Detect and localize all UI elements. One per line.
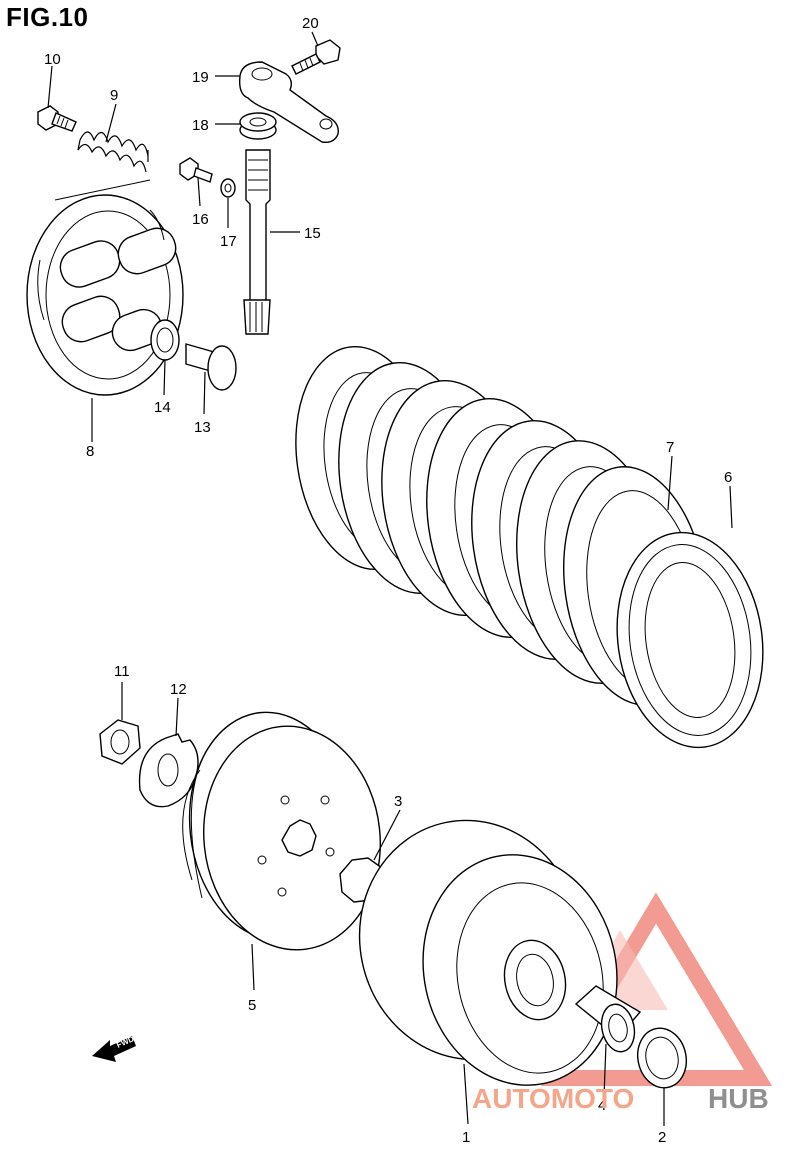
part-9-spring: [77, 131, 149, 173]
part-10-bolt: [37, 105, 77, 132]
watermark-text-left: AUTOMOTO: [472, 1083, 634, 1114]
part-2-washer: [637, 1027, 687, 1089]
part-5-primary-driven-gear: [182, 711, 381, 951]
watermark-text-right: HUB: [708, 1083, 769, 1114]
callout-20: 20: [302, 15, 319, 32]
callout-4: 4: [598, 1097, 606, 1114]
callout-18: 18: [192, 117, 209, 134]
part-13-push-piece: [185, 343, 237, 391]
part-6-friction-plate: [616, 531, 764, 749]
callout-3: 3: [394, 793, 402, 810]
callout-17: 17: [220, 233, 237, 250]
callout-12: 12: [170, 681, 187, 698]
part-20-bolt: [291, 39, 341, 75]
part-11-nut: [99, 719, 141, 765]
part-18-seal: [239, 112, 277, 140]
callout-10: 10: [44, 51, 61, 68]
part-12-lock-washer: [138, 733, 199, 808]
part-15-release-shaft: [243, 149, 271, 335]
callout-6: 6: [724, 469, 732, 486]
clutch-plate-stack: [295, 345, 764, 749]
callout-1: 1: [462, 1129, 470, 1146]
callout-19: 19: [192, 69, 209, 86]
part-4-needle-bearing: [574, 985, 642, 1053]
callout-11: 11: [114, 663, 130, 680]
callout-14: 14: [154, 399, 171, 416]
fwd-arrow-icon: FWD: [92, 1034, 136, 1062]
figure-title: FIG.10: [6, 2, 89, 32]
callout-2: 2: [658, 1129, 666, 1146]
callout-16: 16: [192, 211, 209, 228]
callout-5: 5: [248, 997, 256, 1014]
part-14-bearing: [150, 319, 180, 361]
callout-7: 7: [666, 439, 674, 456]
part-1-clutch-housing: [358, 819, 618, 1086]
callout-8: 8: [86, 443, 94, 460]
leader-lines: [47, 31, 733, 1126]
callout-9: 9: [110, 87, 118, 104]
callout-15: 15: [304, 225, 321, 242]
part-17-washer: [220, 178, 236, 198]
part-16-screw: [179, 157, 213, 183]
callout-13: 13: [194, 419, 211, 436]
part-19-release-arm: [238, 61, 339, 144]
part-8-pressure-plate: [26, 179, 184, 396]
